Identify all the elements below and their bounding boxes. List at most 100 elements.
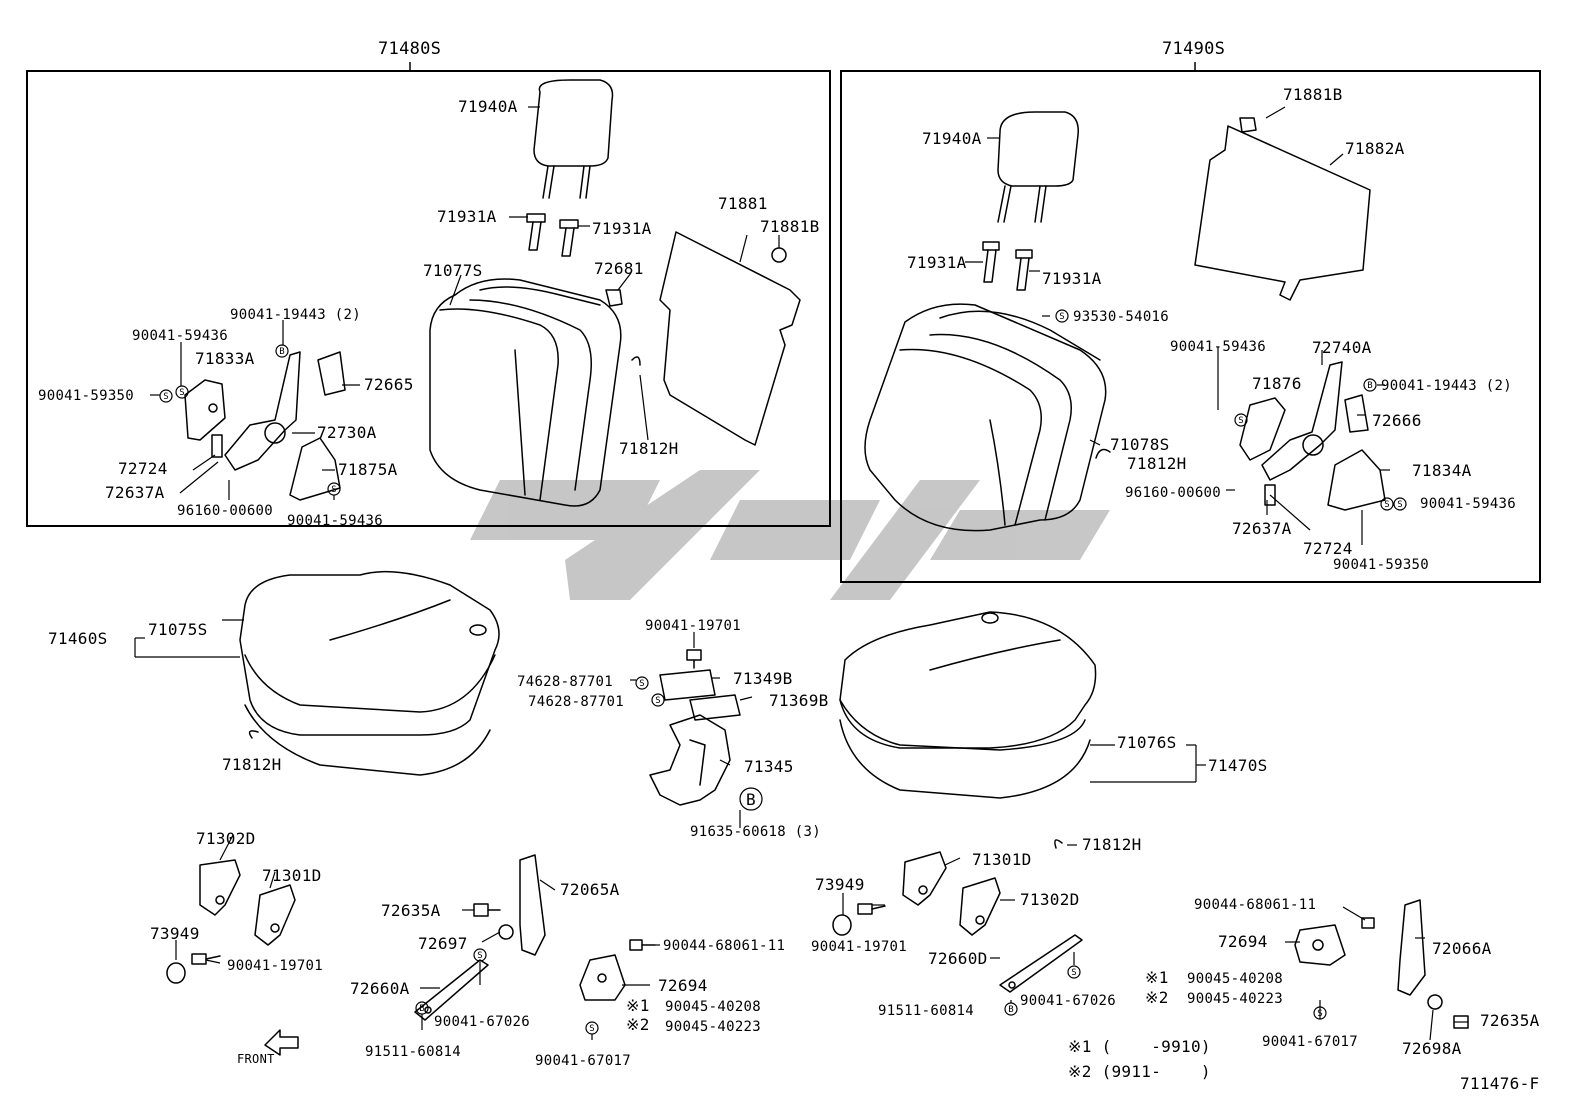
label-bm-bolt-b: 90041-67017	[535, 1053, 632, 1069]
label-r-shield: 71834A	[1412, 461, 1472, 480]
label-brr-spring: 72698A	[1402, 1039, 1462, 1058]
label-l-board-clip: 71881B	[760, 217, 820, 236]
bl-bracket-a	[199, 859, 241, 916]
svg-text:S: S	[589, 1024, 594, 1034]
right-cushion-assy-label: 71470S	[1208, 756, 1268, 775]
label-bm-n1-part: 90045-40208	[665, 999, 762, 1015]
label-r-pin: 72637A	[1232, 519, 1292, 538]
label-r-hinge: 71876	[1252, 374, 1302, 393]
svg-text:B: B	[1367, 381, 1372, 391]
label-bl-lever: 72065A	[560, 880, 620, 899]
watermark-logo	[470, 470, 1110, 600]
label-l-support-a: 71931A	[437, 207, 497, 226]
label-bl-bolt-b: 72635A	[381, 901, 441, 920]
label-r-bolt-c: 90041-59350	[1333, 557, 1430, 573]
label-br-bracket-b: 71302D	[1020, 890, 1080, 909]
label-bl-cap: 73949	[150, 924, 200, 943]
bm-bracket	[579, 954, 626, 1001]
label-c-hog-ring-l: 71812H	[222, 755, 282, 774]
left-seatback-assy-label: 71480S	[378, 39, 442, 59]
label-brr-bolt: 90044-68061-11	[1194, 897, 1317, 913]
svg-text:S: S	[639, 679, 644, 689]
svg-text:S: S	[1317, 1009, 1322, 1019]
left-headrest-support-b	[559, 219, 579, 257]
label-r-board-clip: 71881B	[1283, 85, 1343, 104]
label-l-bolt-b: 90041-59350	[38, 388, 135, 404]
label-c-bolt-top: 90041-19701	[645, 618, 742, 634]
label-l-bolt-a: 90041-59436	[132, 328, 229, 344]
label-r-hog-ring: 71812H	[1127, 454, 1187, 473]
center-cover-a	[659, 669, 716, 701]
label-br-rod: 72660D	[928, 949, 988, 968]
left-board-clip	[771, 247, 787, 263]
left-hog-ring-top	[631, 356, 641, 366]
center-bolt-top	[686, 649, 702, 669]
bl-lever	[519, 854, 546, 956]
label-bm-n1: ※1	[626, 996, 650, 1015]
label-brr-lever: 72066A	[1432, 939, 1492, 958]
label-r-bolt-a: 90041-59436	[1170, 339, 1267, 355]
label-r-screw: 93530-54016	[1073, 309, 1170, 325]
label-r-support-a: 71931A	[907, 253, 967, 272]
left-cap	[317, 351, 346, 396]
leader-lines	[134, 106, 1468, 1041]
left-pin	[211, 434, 223, 458]
label-br-bolt-d: 91511-60814	[878, 1003, 975, 1019]
label-bl-rod: 72660A	[350, 979, 410, 998]
bl-bolt-b	[473, 903, 501, 917]
br-bolt	[857, 903, 886, 915]
label-c-bracket: 71345	[744, 757, 794, 776]
label-l-board: 71881	[718, 194, 768, 213]
left-seatback-frame	[26, 70, 831, 527]
brr-spring	[1427, 994, 1443, 1010]
bl-rod	[414, 959, 489, 1021]
left-seat-cushion	[239, 570, 500, 776]
label-l-recliner: 72730A	[317, 423, 377, 442]
right-seatback-frame	[840, 70, 1541, 583]
svg-text:S: S	[1059, 312, 1064, 322]
brr-bolt	[1361, 917, 1375, 929]
label-bm-bracket: 72694	[658, 976, 708, 995]
label-r-support-b: 71931A	[1042, 269, 1102, 288]
label-bl-front: FRONT	[237, 1052, 275, 1066]
right-recliner	[1261, 361, 1343, 481]
label-l-pin: 72637A	[105, 483, 165, 502]
diagram-code: 711476-F	[1460, 1074, 1540, 1093]
svg-text:B: B	[279, 347, 284, 357]
brr-lever	[1397, 899, 1426, 996]
label-rc-cover: 71076S	[1117, 733, 1177, 752]
label-bm-n2-part: 90045-40223	[665, 1019, 762, 1035]
label-bm-n2: ※2	[626, 1015, 650, 1034]
center-bracket	[649, 714, 731, 806]
bl-bolt	[191, 953, 221, 965]
right-hinge	[1239, 397, 1286, 461]
left-headrest	[533, 79, 614, 199]
bl-cap	[166, 962, 186, 984]
right-seatback-cover	[864, 303, 1107, 532]
right-seatback-assy-label: 71490S	[1162, 39, 1226, 59]
svg-text:S: S	[331, 485, 336, 495]
left-cushion-hog-ring	[248, 730, 259, 739]
label-l-hinge: 71833A	[195, 349, 255, 368]
right-cushion-hog-ring	[1054, 839, 1063, 849]
label-r-cover: 71078S	[1110, 435, 1170, 454]
center-cover-b	[689, 694, 741, 721]
br-cap	[832, 914, 852, 936]
label-r-headrest: 71940A	[922, 129, 982, 148]
svg-text:B: B	[419, 1004, 424, 1014]
svg-text:S: S	[179, 388, 184, 398]
label-br-bracket-a: 71301D	[972, 850, 1032, 869]
svg-text:B: B	[1008, 1005, 1013, 1015]
label-r-cap: 72666	[1372, 411, 1422, 430]
left-hinge	[184, 379, 226, 441]
right-cap	[1344, 394, 1369, 433]
label-r-clip-b: 96160-00600	[1125, 485, 1222, 501]
br-bracket-b	[959, 877, 1001, 936]
label-l-washer: 72724	[118, 459, 168, 478]
label-bl-bolt-d: 91511-60814	[365, 1044, 462, 1060]
label-c-callout-b: B	[746, 790, 756, 809]
label-brr-n2: ※2	[1145, 988, 1169, 1007]
note-2: ※2 (9911- )	[1068, 1062, 1211, 1081]
label-r-washer: 72724	[1303, 539, 1353, 558]
